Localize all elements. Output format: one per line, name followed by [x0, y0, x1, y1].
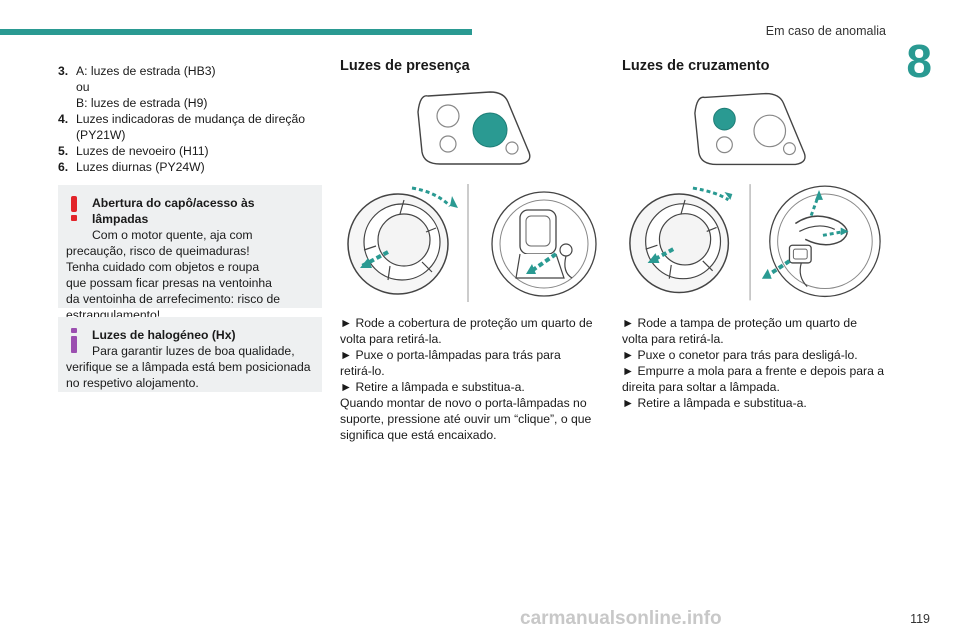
warning-exclamation-icon — [71, 196, 77, 221]
dipped-beam-illustration — [629, 92, 881, 301]
instruction-line: ► Retire a lâmpada e substitua-a. — [340, 380, 525, 394]
list-item: 4. Luzes indicadoras de mudança de direç… — [58, 111, 322, 143]
instructions: ► Rode a tampa de proteção um quarto de … — [622, 315, 884, 411]
watermark: carmanualsonline.info — [520, 608, 722, 629]
header-accent-bar — [0, 29, 472, 35]
warning-text: Com o motor quente, aja com — [92, 228, 253, 242]
instruction-line: retirá-lo. — [340, 364, 385, 378]
info-icon — [71, 328, 77, 353]
instruction-line: significa que está encaixado. — [340, 428, 497, 442]
item-text: (PY21W) — [76, 128, 126, 142]
instruction-line: ► Puxe o conetor para trás para desligá-… — [622, 348, 858, 362]
item-number: 6. — [58, 160, 69, 174]
item-number: 5. — [58, 144, 69, 158]
info-note: Luzes de halogéneo (Hx) Para garantir lu… — [58, 317, 322, 392]
section-heading: Luzes de presença — [340, 58, 470, 74]
sidelight-illustration — [347, 91, 597, 302]
warning-text: que possam ficar presas na ventoinha — [66, 276, 272, 290]
item-text: ou — [76, 80, 90, 94]
info-title: Luzes de halogéneo (Hx) — [92, 328, 236, 342]
info-text: Para garantir luzes de boa qualidade, — [92, 344, 295, 358]
instruction-line: ► Empurre a mola para a frente e depois … — [622, 364, 885, 378]
page-number: 119 — [910, 612, 930, 626]
info-text: no respetivo alojamento. — [66, 376, 199, 390]
item-text: B: luzes de estrada (H9) — [76, 96, 208, 110]
connector-spring-icon — [761, 185, 881, 298]
list-item: 3. A: luzes de estrada (HB3) ou B: luzes… — [58, 63, 322, 111]
info-text: verifique se a lâmpada está bem posicion… — [66, 360, 311, 374]
instructions: ► Rode a cobertura de proteção um quarto… — [340, 315, 593, 443]
instruction-line: Quando montar de novo o porta-lâmpadas n… — [340, 396, 587, 410]
item-text: Luzes diurnas (PY24W) — [76, 160, 205, 174]
warning-text: da ventoinha de arrefecimento: risco de — [66, 292, 281, 306]
instruction-line: ► Puxe o porta-lâmpadas para trás para — [340, 348, 561, 362]
warning-text: Tenha cuidado com objetos e roupa — [66, 260, 260, 274]
item-text: A: luzes de estrada (HB3) — [76, 64, 216, 78]
section-heading: Luzes de cruzamento — [622, 58, 770, 74]
warning-title: Abertura do capô/acesso às lâmpadas — [92, 196, 255, 226]
item-number: 3. — [58, 64, 69, 78]
item-text: Luzes de nevoeiro (H11) — [76, 144, 209, 158]
instruction-line: ► Rode a cobertura de proteção um quarto… — [340, 316, 593, 330]
list-item: 5. Luzes de nevoeiro (H11) — [58, 143, 322, 159]
instruction-line: direita para soltar a lâmpada. — [622, 380, 780, 394]
instruction-line: volta para retirá-la. — [622, 332, 724, 346]
item-number: 4. — [58, 112, 69, 126]
warning-text: precaução, risco de queimaduras! — [66, 244, 250, 258]
list-item: 6. Luzes diurnas (PY24W) — [58, 159, 322, 175]
instruction-line: volta para retirá-la. — [340, 332, 442, 346]
protective-cover-icon — [347, 186, 458, 295]
chapter-number: 8 — [906, 35, 932, 87]
chapter-title: Em caso de anomalia — [765, 24, 886, 38]
item-text: Luzes indicadoras de mudança de direção — [76, 112, 306, 126]
warning-note: Abertura do capô/acesso às lâmpadas Com … — [58, 185, 322, 322]
instruction-line: suporte, pressione até ouvir um “clique”… — [340, 412, 592, 426]
instruction-line: ► Retire a lâmpada e substitua-a. — [622, 396, 807, 410]
bulb-list: 3. A: luzes de estrada (HB3) ou B: luzes… — [58, 63, 322, 175]
headlamp-outline-icon — [694, 92, 806, 166]
protective-cover-icon — [629, 186, 733, 294]
lamp-holder-icon — [491, 191, 597, 297]
instruction-line: ► Rode a tampa de proteção um quarto de — [622, 316, 857, 330]
headlamp-outline-icon — [417, 91, 531, 165]
